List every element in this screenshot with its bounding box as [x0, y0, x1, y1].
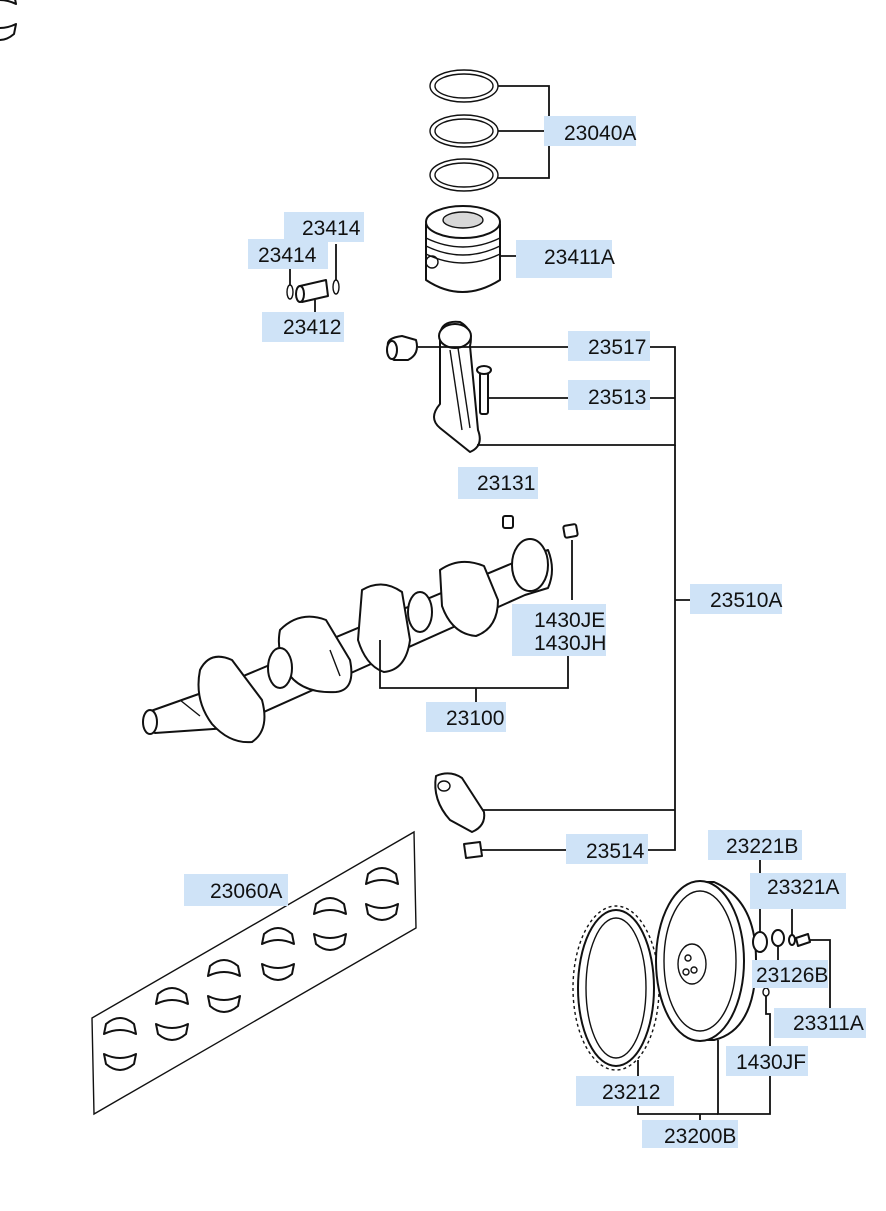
- svg-text:1430JE: 1430JE: [534, 609, 605, 632]
- svg-text:23200B: 23200B: [664, 1125, 736, 1148]
- ring-gear-illustration: [572, 905, 660, 1071]
- svg-text:23514: 23514: [586, 840, 645, 863]
- label-23411a[interactable]: 23411A: [516, 240, 615, 278]
- piston-rings-illustration: [429, 69, 499, 192]
- label-1430je-1430jh[interactable]: 1430JE 1430JH: [512, 604, 606, 656]
- flywheel-illustration: [655, 880, 811, 1042]
- label-23100[interactable]: 23100: [426, 702, 506, 732]
- svg-text:23411A: 23411A: [544, 246, 615, 269]
- piston-pin-illustration: [286, 279, 340, 303]
- svg-text:1430JF: 1430JF: [736, 1051, 806, 1074]
- label-23510a[interactable]: 23510A: [690, 584, 782, 614]
- label-23040a[interactable]: 23040A: [544, 116, 636, 146]
- label-23311a[interactable]: 23311A: [774, 1008, 866, 1038]
- label-1430jf[interactable]: 1430JF: [726, 1046, 808, 1076]
- svg-text:23212: 23212: [602, 1081, 660, 1104]
- svg-text:23311A: 23311A: [793, 1012, 864, 1035]
- connecting-rod-illustration: [386, 320, 492, 453]
- svg-text:23414: 23414: [302, 217, 361, 240]
- dowel-pins-illustration: [502, 515, 579, 539]
- svg-text:23221B: 23221B: [726, 835, 798, 858]
- svg-text:23060A: 23060A: [210, 880, 282, 903]
- svg-text:23510A: 23510A: [710, 589, 782, 612]
- svg-text:23414: 23414: [258, 244, 317, 267]
- label-23412[interactable]: 23412: [262, 312, 344, 342]
- svg-text:1430JH: 1430JH: [534, 632, 606, 655]
- label-23126b[interactable]: 23126B: [752, 960, 828, 988]
- label-23212[interactable]: 23212: [576, 1076, 674, 1106]
- label-23517[interactable]: 23517: [568, 331, 650, 361]
- svg-text:23517: 23517: [588, 336, 646, 359]
- bearing-cap-illustration: [434, 772, 486, 859]
- label-23414-upper[interactable]: 23414: [284, 212, 364, 242]
- label-23131[interactable]: 23131: [458, 467, 538, 499]
- label-23221b[interactable]: 23221B: [708, 830, 802, 860]
- svg-text:23126B: 23126B: [756, 964, 828, 987]
- label-23321a[interactable]: 23321A: [750, 873, 846, 909]
- svg-text:23040A: 23040A: [564, 122, 636, 145]
- piston-illustration: [425, 205, 501, 293]
- svg-text:23100: 23100: [446, 707, 504, 730]
- svg-text:23321A: 23321A: [767, 876, 839, 899]
- svg-text:23513: 23513: [588, 386, 646, 409]
- label-23414-lower[interactable]: 23414: [248, 239, 328, 269]
- label-23200b[interactable]: 23200B: [642, 1120, 738, 1148]
- svg-text:23412: 23412: [283, 316, 341, 339]
- crankshaft-illustration: [142, 538, 553, 744]
- bearing-set-illustration: [0, 0, 417, 1116]
- label-23060a[interactable]: 23060A: [184, 874, 288, 906]
- label-23513[interactable]: 23513: [568, 380, 650, 410]
- label-23514[interactable]: 23514: [566, 834, 648, 864]
- svg-text:23131: 23131: [477, 472, 535, 495]
